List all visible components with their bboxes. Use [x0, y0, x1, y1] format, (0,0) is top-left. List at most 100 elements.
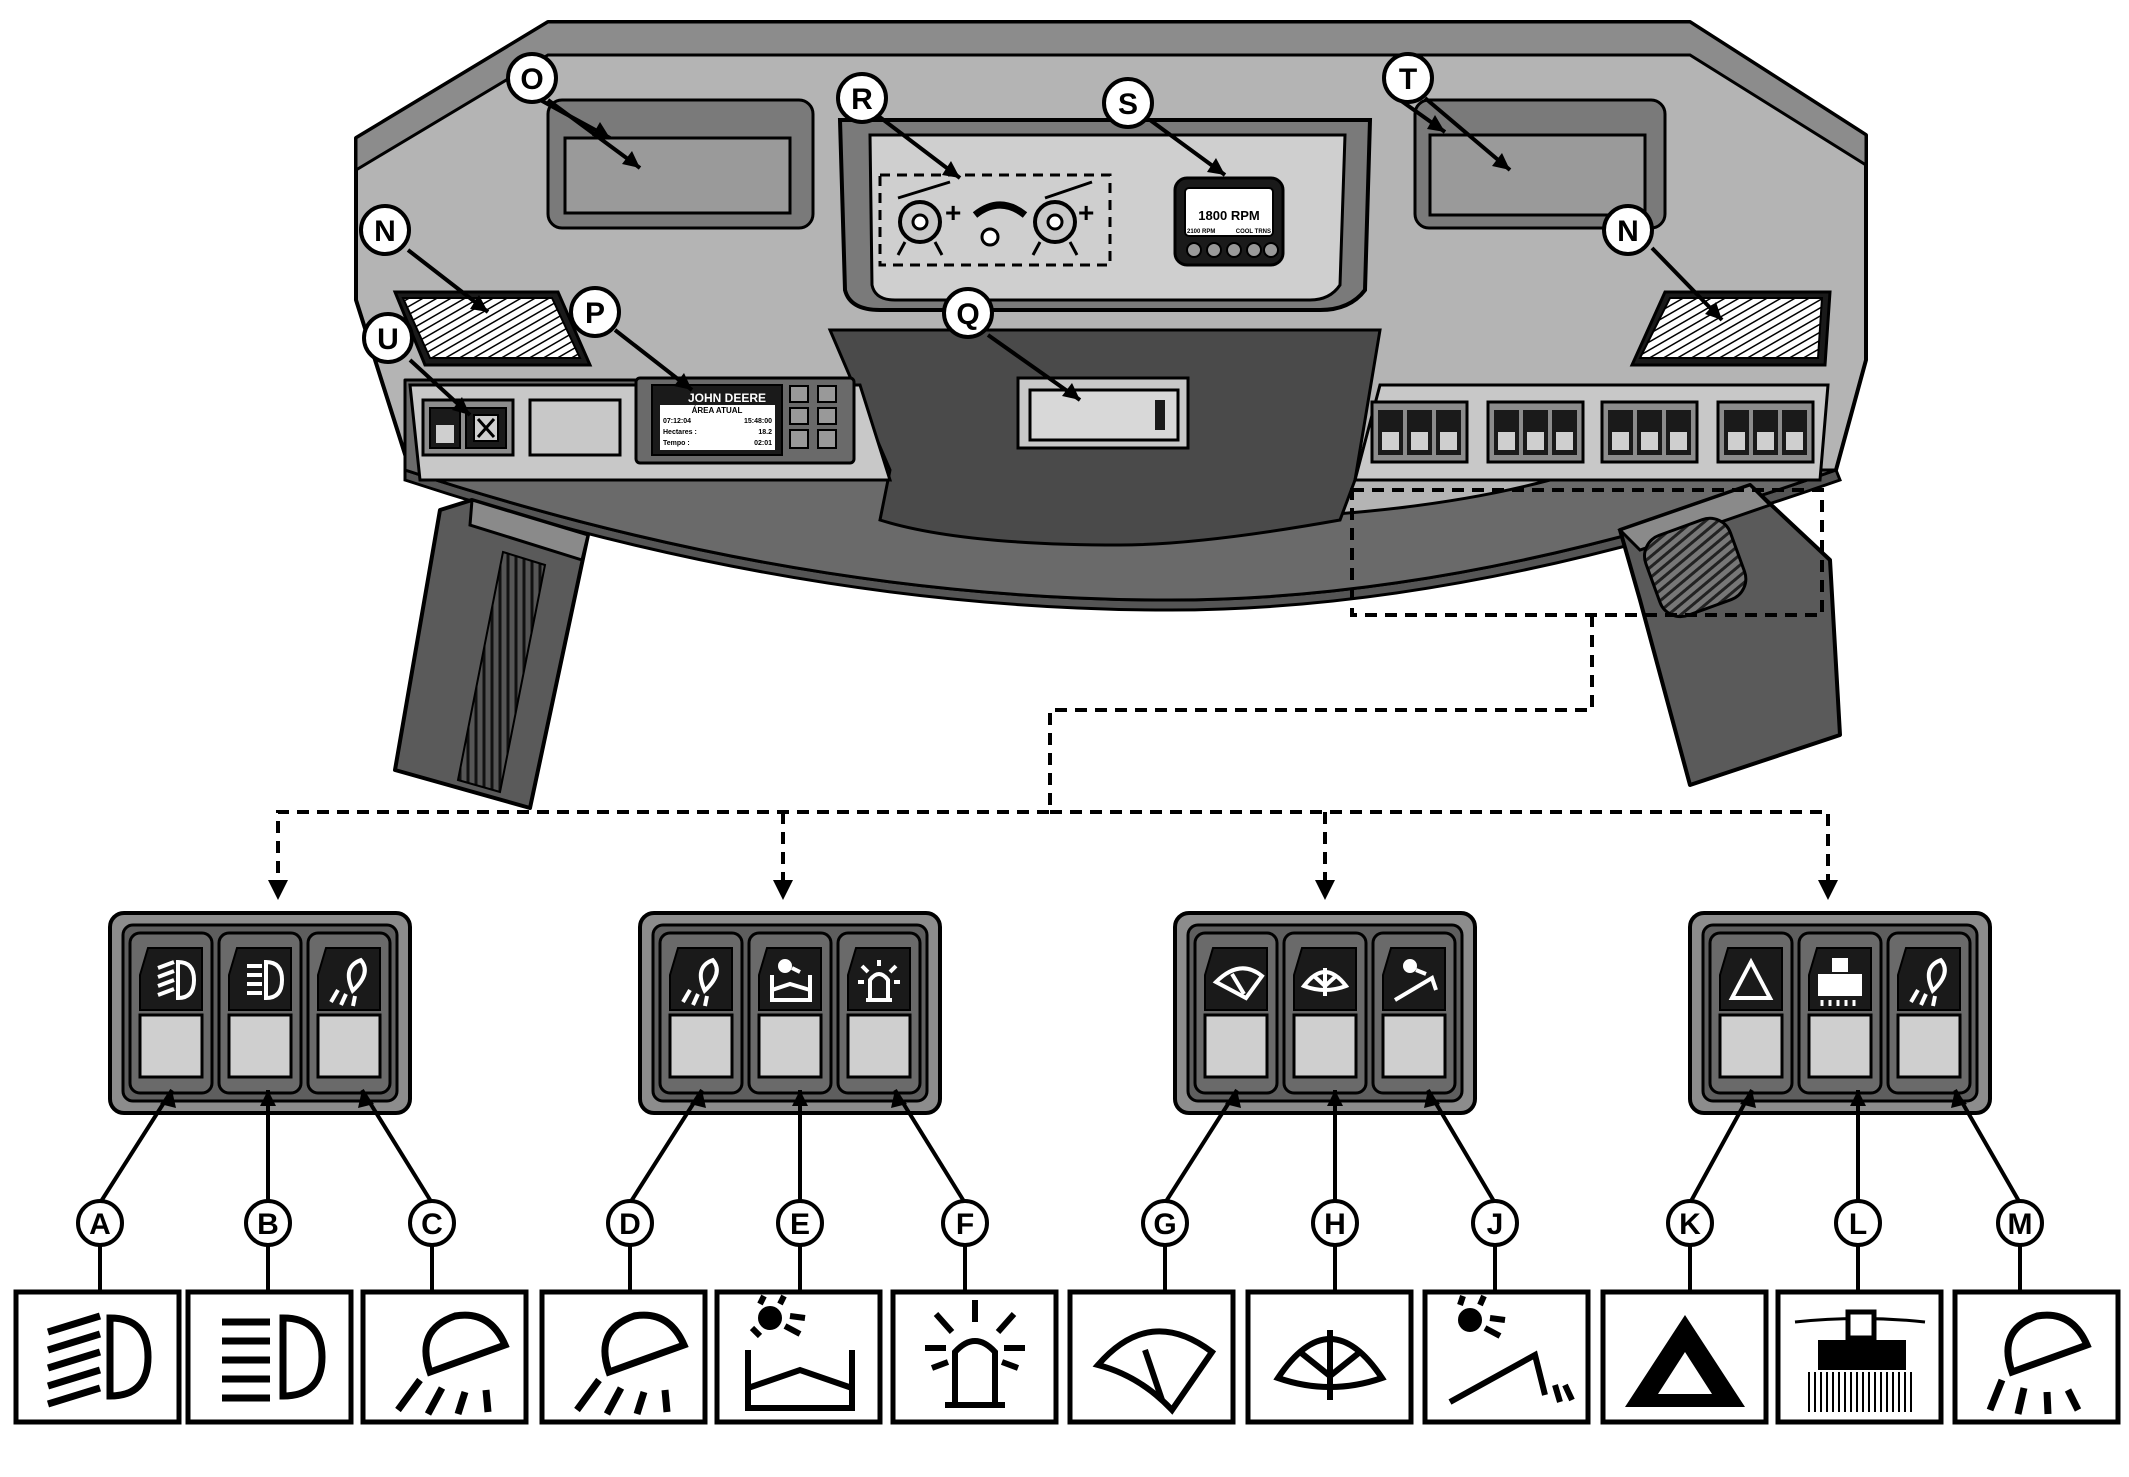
switch-k[interactable] [1708, 931, 1794, 1095]
symbol-l-box [1775, 1289, 1944, 1425]
switch-bank-3-thumb [1600, 400, 1699, 464]
symbol-m-box [1952, 1289, 2121, 1425]
work-light-icon [329, 957, 367, 1007]
monitor-row3-right: 02:01 [754, 440, 772, 447]
callout-p: P [569, 286, 621, 338]
left-side-pod [393, 498, 590, 810]
right-display-recess [1413, 98, 1667, 230]
switch-h[interactable] [1282, 931, 1368, 1095]
leader-lines-bottom [98, 1088, 2022, 1290]
storage-compartment [1016, 376, 1190, 450]
switch-bank-1-thumb [1370, 400, 1469, 464]
symbol-d-box [539, 1289, 708, 1425]
beacon-icon [858, 960, 900, 1002]
monitor-title: ÁREA ATUAL [692, 406, 743, 415]
callout-o: O [506, 52, 558, 104]
switch-d[interactable] [658, 931, 744, 1095]
switch-bank-tank [638, 911, 942, 1115]
switch-e[interactable] [747, 931, 833, 1095]
monitor-row2-left: Hectares : [663, 429, 697, 436]
symbol-c-box [360, 1289, 529, 1425]
switch-bank-wipers [1173, 911, 1477, 1115]
switch-j[interactable] [1371, 931, 1457, 1095]
svg-text:P: P [585, 297, 605, 330]
callout-n-right: N [1602, 204, 1654, 256]
svg-text:L: L [1849, 1208, 1867, 1241]
headlight-icon [247, 959, 285, 1001]
symbol-b-box [185, 1289, 354, 1425]
monitor-row1-left: 07:12:04 [663, 418, 691, 425]
callout-q: Q [942, 287, 994, 339]
wiper-washer-icon [1273, 1330, 1387, 1400]
wiper-icon [1092, 1328, 1217, 1415]
headlight-flood-icon [46, 1312, 152, 1408]
symbol-a-box [13, 1289, 182, 1425]
right-air-vent [1629, 290, 1832, 367]
switch-bank-misc [1688, 911, 1992, 1115]
callout-m: M [1996, 1199, 2044, 1247]
switch-g[interactable] [1193, 931, 1279, 1095]
callout-r: R [836, 72, 888, 124]
svg-text:G: G [1153, 1208, 1176, 1241]
svg-text:U: U [377, 323, 399, 356]
switch-m[interactable] [1886, 931, 1972, 1095]
performance-monitor: JOHN DEERE ÁREA ATUAL 07:12:04 15:48:00 … [634, 376, 856, 465]
callout-t: T [1382, 52, 1434, 104]
header-light-icon [1818, 958, 1862, 1006]
svg-text:K: K [1679, 1208, 1701, 1241]
svg-text:M: M [2008, 1208, 2033, 1241]
left-air-vent [392, 290, 593, 367]
monitor-keypad[interactable] [789, 385, 837, 449]
hazard-icon [1728, 957, 1774, 1000]
svg-text:D: D [619, 1208, 641, 1241]
switch-a[interactable] [128, 931, 214, 1095]
unloading-auger-light-icon [1448, 1294, 1575, 1405]
callout-l: L [1834, 1199, 1882, 1247]
zoom-arrowheads [268, 880, 1838, 900]
switch-bank-lights [108, 911, 412, 1115]
callout-e: E [776, 1199, 824, 1247]
svg-text:R: R [851, 83, 873, 116]
svg-text:E: E [790, 1208, 810, 1241]
svg-text:N: N [374, 215, 396, 248]
tach-buttons[interactable] [1186, 242, 1279, 258]
tachometer-display: 1800 RPM 2100 RPM COOL TRNS [1173, 176, 1285, 267]
switch-l[interactable] [1797, 931, 1883, 1095]
right-switch-panel [1353, 383, 1830, 482]
symbol-j-box [1422, 1289, 1591, 1425]
left-display-recess [546, 98, 815, 230]
headlight-icon [222, 1314, 326, 1402]
svg-text:S: S [1118, 88, 1138, 121]
rocker-switch-u[interactable] [421, 398, 515, 457]
svg-text:B: B [257, 1208, 279, 1241]
monitor-brand: JOHN DEERE [688, 391, 766, 405]
svg-text:F: F [956, 1208, 974, 1241]
callout-c: C [408, 1199, 456, 1247]
symbol-h-box [1245, 1289, 1414, 1425]
callout-k: K [1666, 1199, 1714, 1247]
switch-b[interactable] [217, 931, 303, 1095]
work-light-icon [1986, 1311, 2092, 1415]
svg-text:H: H [1324, 1208, 1346, 1241]
callout-j: J [1471, 1199, 1519, 1247]
grain-tank-light-icon [770, 959, 812, 1002]
callout-b: B [244, 1199, 292, 1247]
callout-s: S [1102, 77, 1154, 129]
svg-text:O: O [520, 63, 543, 96]
callout-u: U [362, 312, 414, 364]
switch-c[interactable] [306, 931, 392, 1095]
tach-left-softkey: 2100 RPM [1187, 229, 1215, 235]
leader-arrowheads-top [452, 115, 1722, 415]
svg-text:+: + [1078, 197, 1094, 228]
rear-work-light-icon [1909, 957, 1947, 1007]
grain-tank-light-icon [745, 1294, 855, 1411]
work-light-icon [681, 957, 719, 1007]
svg-text:+: + [945, 197, 961, 228]
symbol-g-box [1067, 1289, 1236, 1425]
svg-text:T: T [1399, 63, 1417, 96]
switch-f[interactable] [836, 931, 922, 1095]
pressure-gauges-cluster: + + [878, 173, 1112, 267]
headlight-flood-icon [157, 959, 197, 1001]
callout-a: A [76, 1199, 124, 1247]
